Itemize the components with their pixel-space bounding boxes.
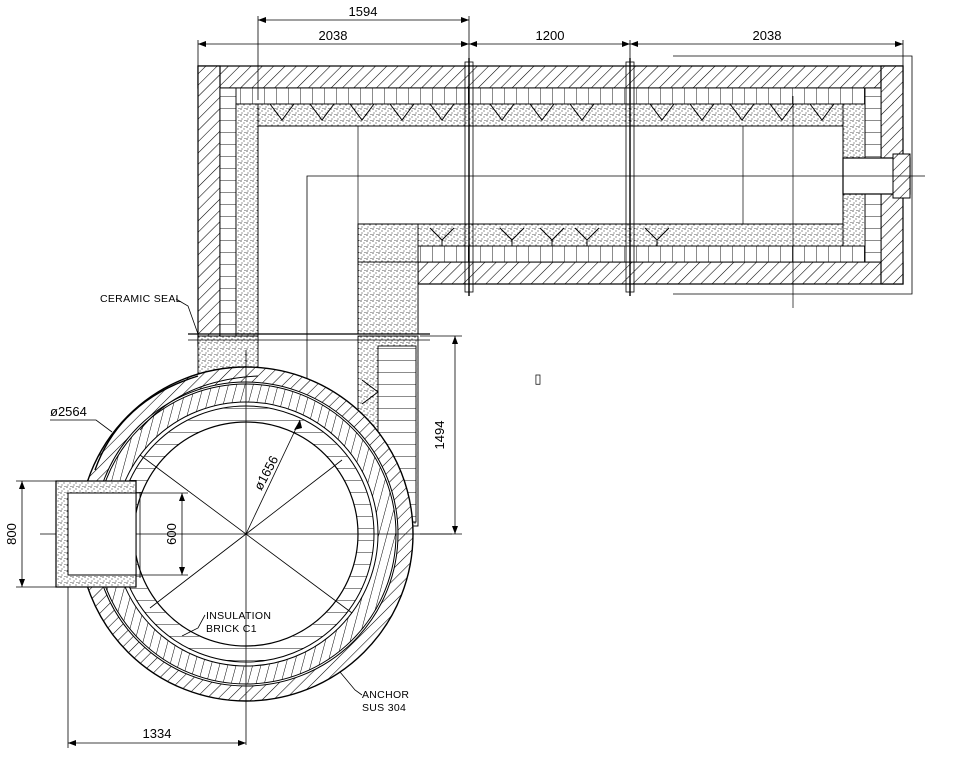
label-ceramic-seal: CERAMIC SEAL bbox=[100, 293, 182, 305]
cyclone-body bbox=[40, 350, 452, 745]
dim-right-vertical: 1494 bbox=[432, 421, 447, 450]
label-anchor-line1: ANCHOR bbox=[362, 689, 409, 701]
dim-top-middle: 1200 bbox=[536, 28, 565, 43]
dimension-arrows bbox=[19, 17, 903, 746]
dim-inlet: 600 bbox=[164, 523, 179, 545]
dim-top-overall: 1594 bbox=[349, 4, 378, 19]
label-insulation-line1: INSULATION bbox=[206, 610, 271, 622]
stray-glyph: ▯ bbox=[534, 371, 541, 386]
horizontal-duct bbox=[197, 55, 925, 515]
dimension-lines bbox=[16, 16, 904, 748]
label-anchor-line2: SUS 304 bbox=[362, 702, 406, 714]
inlet-nozzle bbox=[55, 480, 141, 588]
dim-top-right: 2038 bbox=[753, 28, 782, 43]
dim-bottom: 1334 bbox=[143, 726, 172, 741]
dim-top-left: 2038 bbox=[319, 28, 348, 43]
dim-left-vertical: 800 bbox=[4, 523, 19, 545]
dim-outer-diameter: ø2564 bbox=[50, 404, 87, 419]
label-insulation-line2: BRICK C1 bbox=[206, 623, 257, 635]
